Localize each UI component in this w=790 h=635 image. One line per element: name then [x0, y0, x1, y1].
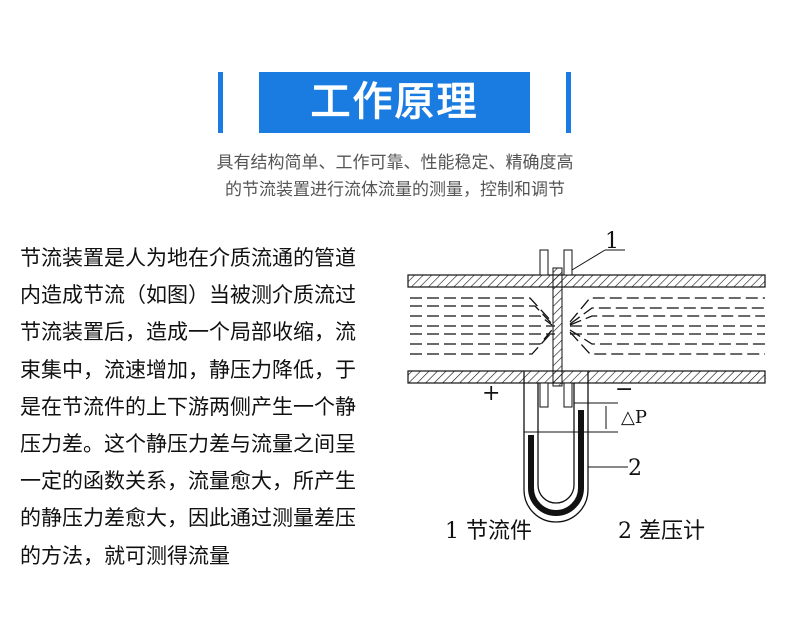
orifice-plate: [539, 249, 625, 408]
subtitle-line: 的节流装置进行流体流量的测量，控制和调节: [225, 180, 565, 200]
label-2: 2: [628, 456, 642, 481]
description: 节流装置是人为地在介质流通的管道 内造成节流（如图）当被测介质流过 节流装置后，…: [20, 240, 395, 575]
description-line: 的方法，就可测得流量: [20, 543, 230, 568]
subtitle-line: 具有结构简单、工作可靠、性能稳定、精确度高: [216, 153, 574, 173]
description-line: 节流装置后，造成一个局部收缩，流: [20, 320, 356, 345]
description-line: 是在节流件的上下游两侧产生一个静: [20, 394, 356, 419]
description-line: 一定的函数关系，流量愈大，所产生: [20, 469, 356, 494]
description-line: 束集中，流速增加，静压力降低，于: [20, 357, 356, 382]
minus-sign: −: [615, 377, 633, 402]
flow-orifice-diagram: 1 + − △P 2 1 节流件 2 差压计: [407, 230, 766, 544]
caption-manometer: 2 差压计: [618, 519, 705, 544]
description-line: 内造成节流（如图）当被测介质流过: [20, 283, 356, 308]
label-1: 1: [605, 230, 619, 254]
description-line: 节流装置是人为地在介质流通的管道: [20, 246, 356, 270]
title-right-bar: [566, 72, 571, 133]
description-line: 的静压力差愈大，因此通过测量差压: [20, 506, 356, 531]
pipe-walls: [407, 274, 766, 384]
section-title: 工作原理: [259, 72, 530, 133]
delta-p-label: △P: [621, 407, 647, 428]
description-line: 压力差。这个静压力差与流量之间呈: [20, 432, 356, 457]
u-tube-manometer: [523, 371, 628, 523]
caption-orifice: 1 节流件: [445, 519, 532, 544]
flow-lines: [410, 297, 765, 355]
plus-sign: +: [482, 381, 500, 406]
title-left-bar: [218, 72, 223, 133]
